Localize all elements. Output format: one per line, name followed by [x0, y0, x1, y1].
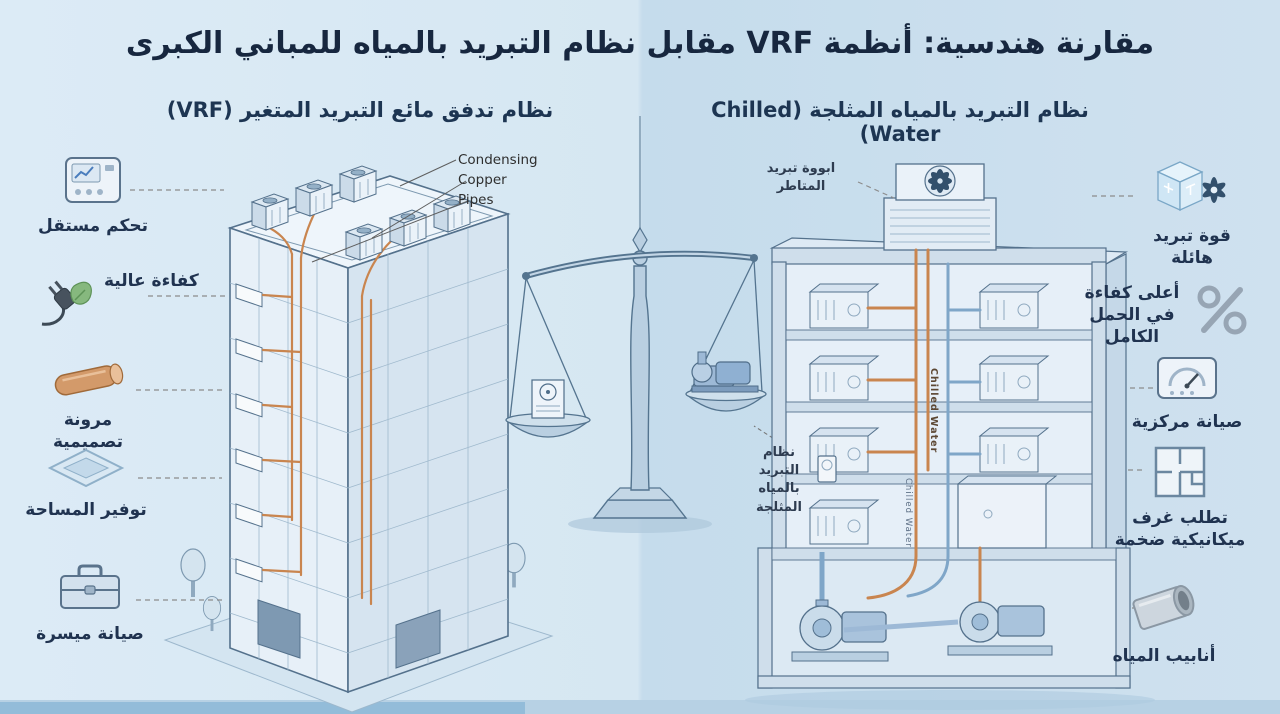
feature-mechanical-rooms: تطلب غرف ميكانيكية ضخمة [1114, 444, 1246, 551]
basement-pump-left [791, 552, 889, 662]
scale-pump-unit [691, 351, 759, 393]
feature-high-efficiency: كفاءة عالية [34, 270, 204, 328]
vrf-annotations: Condensing Copper Pipes [458, 150, 538, 210]
chilled-water-pipes [906, 262, 982, 598]
feature-label: أعلى كفاءة في الحمل الكامل [1084, 283, 1180, 348]
vrf-entrance-door [257, 599, 301, 659]
feature-label: كفاءة عالية [104, 271, 199, 291]
scale-item-label: نظام التبريد بالمياه المثلجة [756, 445, 802, 515]
feature-label: قوة تبريد هائلة [1153, 226, 1231, 269]
feature-independent-control: تحكم مستقل [38, 156, 148, 237]
chiller-box [956, 475, 1058, 549]
condenser-water-pipes [866, 248, 982, 604]
chilled-water-building [745, 163, 1155, 710]
feature-label: صيانة مركزية [1131, 412, 1243, 432]
ground-strip-left [0, 702, 525, 714]
balance-scale [505, 226, 821, 533]
gauge-icon [1157, 357, 1217, 399]
copper-pipes [261, 208, 394, 606]
basement-pump-right [947, 601, 1053, 656]
left-feature-leaders [130, 189, 226, 601]
cooling-tower-label: ابووة تبريد المتاطر [766, 161, 836, 195]
page-title: مقارنة هندسية: أنظمة VRF مقابل نظام التب… [125, 26, 1155, 61]
thermostat-icon [65, 157, 121, 203]
feature-space-saving: توفير المساحة [22, 446, 150, 521]
feature-label: تحكم مستقل [38, 216, 148, 236]
feature-water-pipes: أنابيب المياه [1100, 578, 1228, 667]
feature-central-maintenance: صيانة مركزية [1128, 356, 1246, 433]
scale-left-pan [505, 277, 591, 438]
feature-full-load-efficiency: أعلى كفاءة في الحمل الكامل [1080, 282, 1250, 348]
feature-massive-cooling: قوة تبريد هائلة [1132, 154, 1252, 269]
pipes-label: Pipes [458, 192, 494, 208]
copper-pipe-icon [54, 363, 124, 396]
scale-column [630, 265, 650, 491]
ice-cube-fan-icon [1156, 161, 1226, 212]
feature-design-flexibility: مرونة تصميمية [26, 358, 150, 453]
feature-label: مرونة تصميمية [52, 410, 124, 453]
vrf-side-door [395, 609, 441, 669]
condensing-label: Condensing [458, 152, 538, 168]
pump-connecting-pipe [843, 619, 959, 633]
wall-thermostat-icon [817, 455, 837, 483]
floor-plan-icon [1154, 446, 1206, 498]
scale-vrf-unit [531, 379, 565, 419]
feature-label: أنابيب المياه [1112, 646, 1216, 666]
scale-finial [632, 226, 648, 254]
vrf-window-grid-side [347, 228, 509, 678]
floor-space-icon [47, 448, 125, 488]
scale-base [592, 499, 688, 519]
chilled-water-section-header: نظام التبريد بالمياه المثلجة (Chilled Wa… [711, 98, 1089, 146]
cooling-tower-label-leader [857, 181, 895, 199]
vrf-building [163, 159, 554, 713]
vrf-section-header: نظام تدفق مائع التبريد المتغير (VRF) [166, 98, 554, 122]
water-pipe-icon [1132, 585, 1195, 630]
plug-leaf-icon [41, 280, 92, 326]
percent-icon [1197, 285, 1247, 335]
copper-label: Copper [458, 172, 507, 188]
chilled-water-pipe-label: Chilled Water [928, 368, 939, 454]
cooling-tower [883, 163, 997, 251]
chilled-water-pipe-label-2: Chilled Water [903, 478, 913, 548]
vrf-annotation-leaders [311, 159, 469, 263]
feature-label: توفير المساحة [25, 500, 147, 520]
toolbox-icon [60, 564, 120, 609]
feature-label: تطلب غرف ميكانيكية ضخمة [1114, 508, 1246, 551]
feature-label: صيانة ميسرة [36, 624, 144, 644]
feature-easy-maintenance: صيانة ميسرة [30, 562, 150, 645]
